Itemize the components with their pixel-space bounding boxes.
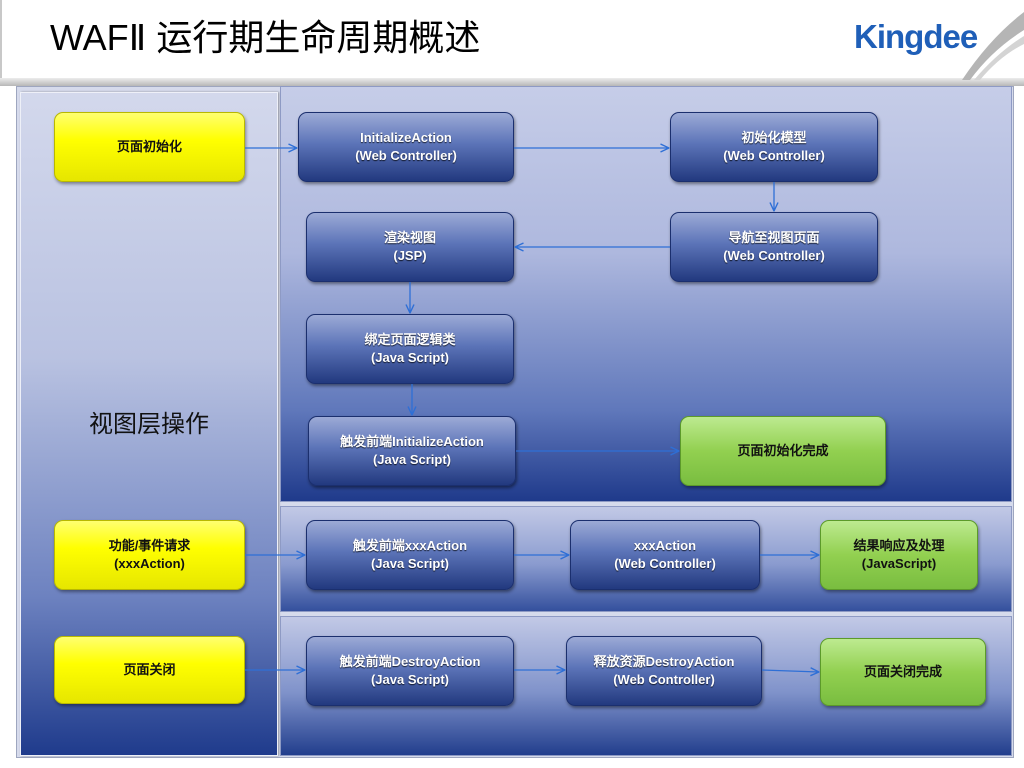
release-resources-node: 释放资源DestroyAction (Web Controller) [566,636,762,706]
node-sublabel: (xxxAction) [114,556,185,571]
init-model-node: 初始化模型 (Web Controller) [670,112,878,182]
page-init-done-node: 页面初始化完成 [680,416,886,486]
node-label: InitializeAction [360,130,452,145]
server-action-node: xxxAction (Web Controller) [570,520,760,590]
node-label: 渲染视图 [383,230,436,245]
node-sublabel: (JavaScript) [861,556,937,571]
result-handling-node: 结果响应及处理 (JavaScript) [820,520,978,590]
fire-destroy-node: 触发前端DestroyAction (Java Script) [306,636,514,706]
node-sublabel: (Web Controller) [723,248,825,263]
node-sublabel: (Web Controller) [355,148,457,163]
node-sublabel: (Java Script) [370,556,450,571]
node-sublabel: (Web Controller) [613,672,715,687]
node-sublabel: (Java Script) [370,350,450,365]
event-request-trigger: 功能/事件请求 (xxxAction) [54,520,245,590]
node-label: 触发前端InitializeAction [340,434,484,449]
header: WAFⅡ 运行期生命周期概述 Kingdee [0,0,1024,78]
node-label: 结果响应及处理 [853,538,945,553]
render-view-node: 渲染视图 (JSP) [306,212,514,282]
node-sublabel: (JSP) [393,248,427,263]
node-label: 释放资源DestroyAction [593,654,735,669]
node-sublabel: (Web Controller) [723,148,825,163]
node-label: 页面关闭 [123,662,176,677]
node-sublabel: (Web Controller) [614,556,716,571]
view-layer-label: 视图层操作 [89,411,209,438]
node-label: 页面初始化 [116,139,182,154]
node-label: 页面关闭完成 [863,664,942,679]
node-label: 导航至视图页面 [728,230,820,245]
page-close-trigger: 页面关闭 [54,636,245,704]
node-label: 绑定页面逻辑类 [364,332,456,347]
node-sublabel: (Java Script) [370,672,450,687]
initialize-action-node: InitializeAction (Web Controller) [298,112,514,182]
slide-title: WAFⅡ 运行期生命周期概述 [50,17,481,58]
node-sublabel: (Java Script) [372,452,452,467]
fire-action-node: 触发前端xxxAction (Java Script) [306,520,514,590]
corner-swoosh-decoration [962,12,1024,80]
page-init-trigger: 页面初始化 [54,112,245,182]
navigate-view-node: 导航至视图页面 (Web Controller) [670,212,878,282]
page-close-done-node: 页面关闭完成 [820,638,986,706]
node-label: 触发前端xxxAction [352,538,468,553]
fire-initialize-node: 触发前端InitializeAction (Java Script) [308,416,516,486]
header-divider [0,78,1024,86]
node-label: 页面初始化完成 [737,443,829,458]
node-label: 触发前端DestroyAction [339,654,481,669]
kingdee-logo: Kingdee [854,18,978,55]
bind-logic-node: 绑定页面逻辑类 (Java Script) [306,314,514,384]
node-label: xxxAction [633,538,697,553]
node-label: 功能/事件请求 [108,538,191,553]
node-label: 初始化模型 [741,130,807,145]
